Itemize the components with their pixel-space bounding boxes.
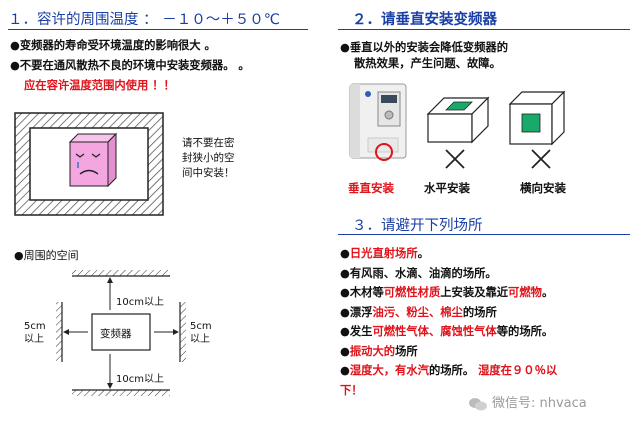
heading2-underline [338, 29, 630, 30]
list-item: ●漂浮油污、粉尘、棉尘的场所 [340, 303, 557, 323]
highlight-text: 日光直射场所 [349, 247, 418, 260]
inverter-label: 变频器 [100, 328, 132, 340]
enclosure-note: 请不要在密 封狭小的空 间中安装！ [182, 137, 235, 179]
clearance-bottom-label: 10cm以上 [116, 374, 164, 385]
highlight-text: 油污、粉尘、棉尘 [372, 305, 463, 319]
bullet-temperature-life: ●变频器的寿命受环境温度的影响很大 。 [10, 39, 216, 52]
item-text: ●发生 [340, 325, 373, 338]
heading-underline [8, 29, 308, 30]
highlight-text: 可燃物 [508, 286, 542, 299]
space-title: ●周围的空间 [14, 249, 79, 262]
section-3-heading: ３．请避开下列场所 [352, 218, 483, 234]
list-item: ●日光直射场所。 [340, 244, 557, 264]
list-item: ●湿度大，有水汽的场所。 湿度在９０％以 [340, 361, 557, 381]
list-item: ●木材等可燃性材质上安装及靠近可燃物。 [340, 283, 557, 303]
item-text: 的场所 [462, 305, 497, 319]
highlight-text: 可燃性气体、腐蚀性气体 [372, 325, 497, 338]
x-mark-icon [445, 149, 465, 169]
item-text: 。 [417, 247, 429, 260]
sideways-mount-illustration [508, 90, 566, 146]
wechat-icon [468, 397, 488, 411]
section-2-heading: ２．请垂直安装变频器 [352, 12, 497, 28]
horizontal-mount-illustration [426, 96, 490, 144]
caption-sideways: 横向安装 [520, 181, 566, 195]
watermark: 微信号: nhvaca [468, 392, 587, 411]
inverter-device-image [349, 83, 407, 161]
item-text: ●有风雨、水滴、油滴的场所。 [340, 266, 497, 280]
item-text: ● [340, 344, 350, 358]
item-text: 的场所。 [428, 364, 479, 377]
item-text: 。 [541, 286, 554, 299]
vertical-note: ●垂直以外的安装会降低变频器的 散热效果，产生问题、故障。 [340, 41, 509, 70]
item-text: ● [340, 247, 350, 260]
warning-text: 应在容许温度范围内使用 ！！ [24, 79, 175, 92]
item-text: ●漂浮 [340, 305, 373, 319]
highlight-text: 下！ [340, 383, 363, 397]
item-text: 等的场所。 [496, 325, 554, 338]
item-text: 上安装及靠近 [440, 286, 509, 299]
item-text: ● [340, 364, 350, 377]
highlight-text: 湿度在９０％以 [478, 364, 558, 377]
enclosure-illustration [14, 112, 164, 216]
list-item: ●有风雨、水滴、油滴的场所。 [340, 264, 557, 284]
caption-vertical: 垂直安装 [348, 181, 394, 195]
caption-horizontal: 水平安装 [424, 181, 470, 195]
list-item: 下！ [340, 381, 557, 401]
avoid-locations-list: ●日光直射场所。●有风雨、水滴、油滴的场所。●木材等可燃性材质上安装及靠近可燃物… [340, 244, 557, 400]
highlight-text: 振动大的 [349, 344, 396, 358]
clearance-diagram [56, 270, 186, 396]
list-item: ●发生可燃性气体、腐蚀性气体等的场所。 [340, 322, 557, 342]
clearance-top-label: 10cm以上 [116, 297, 164, 308]
item-text: 场所 [395, 344, 418, 358]
highlight-text: 可燃性材质 [383, 286, 441, 299]
highlight-text: 湿度大，有水汽 [349, 364, 429, 377]
item-text: ●木材等 [340, 286, 384, 299]
x-mark-icon [531, 149, 551, 169]
section-1-heading: １．容许的周围温度 ： －１０～＋５０℃ [8, 12, 281, 28]
heading3-underline [338, 234, 630, 235]
list-item: ●振动大的场所 [340, 342, 557, 362]
bullet-ventilation: ●不要在通风散热不良的环境中安装变频器。 。 [10, 59, 250, 72]
